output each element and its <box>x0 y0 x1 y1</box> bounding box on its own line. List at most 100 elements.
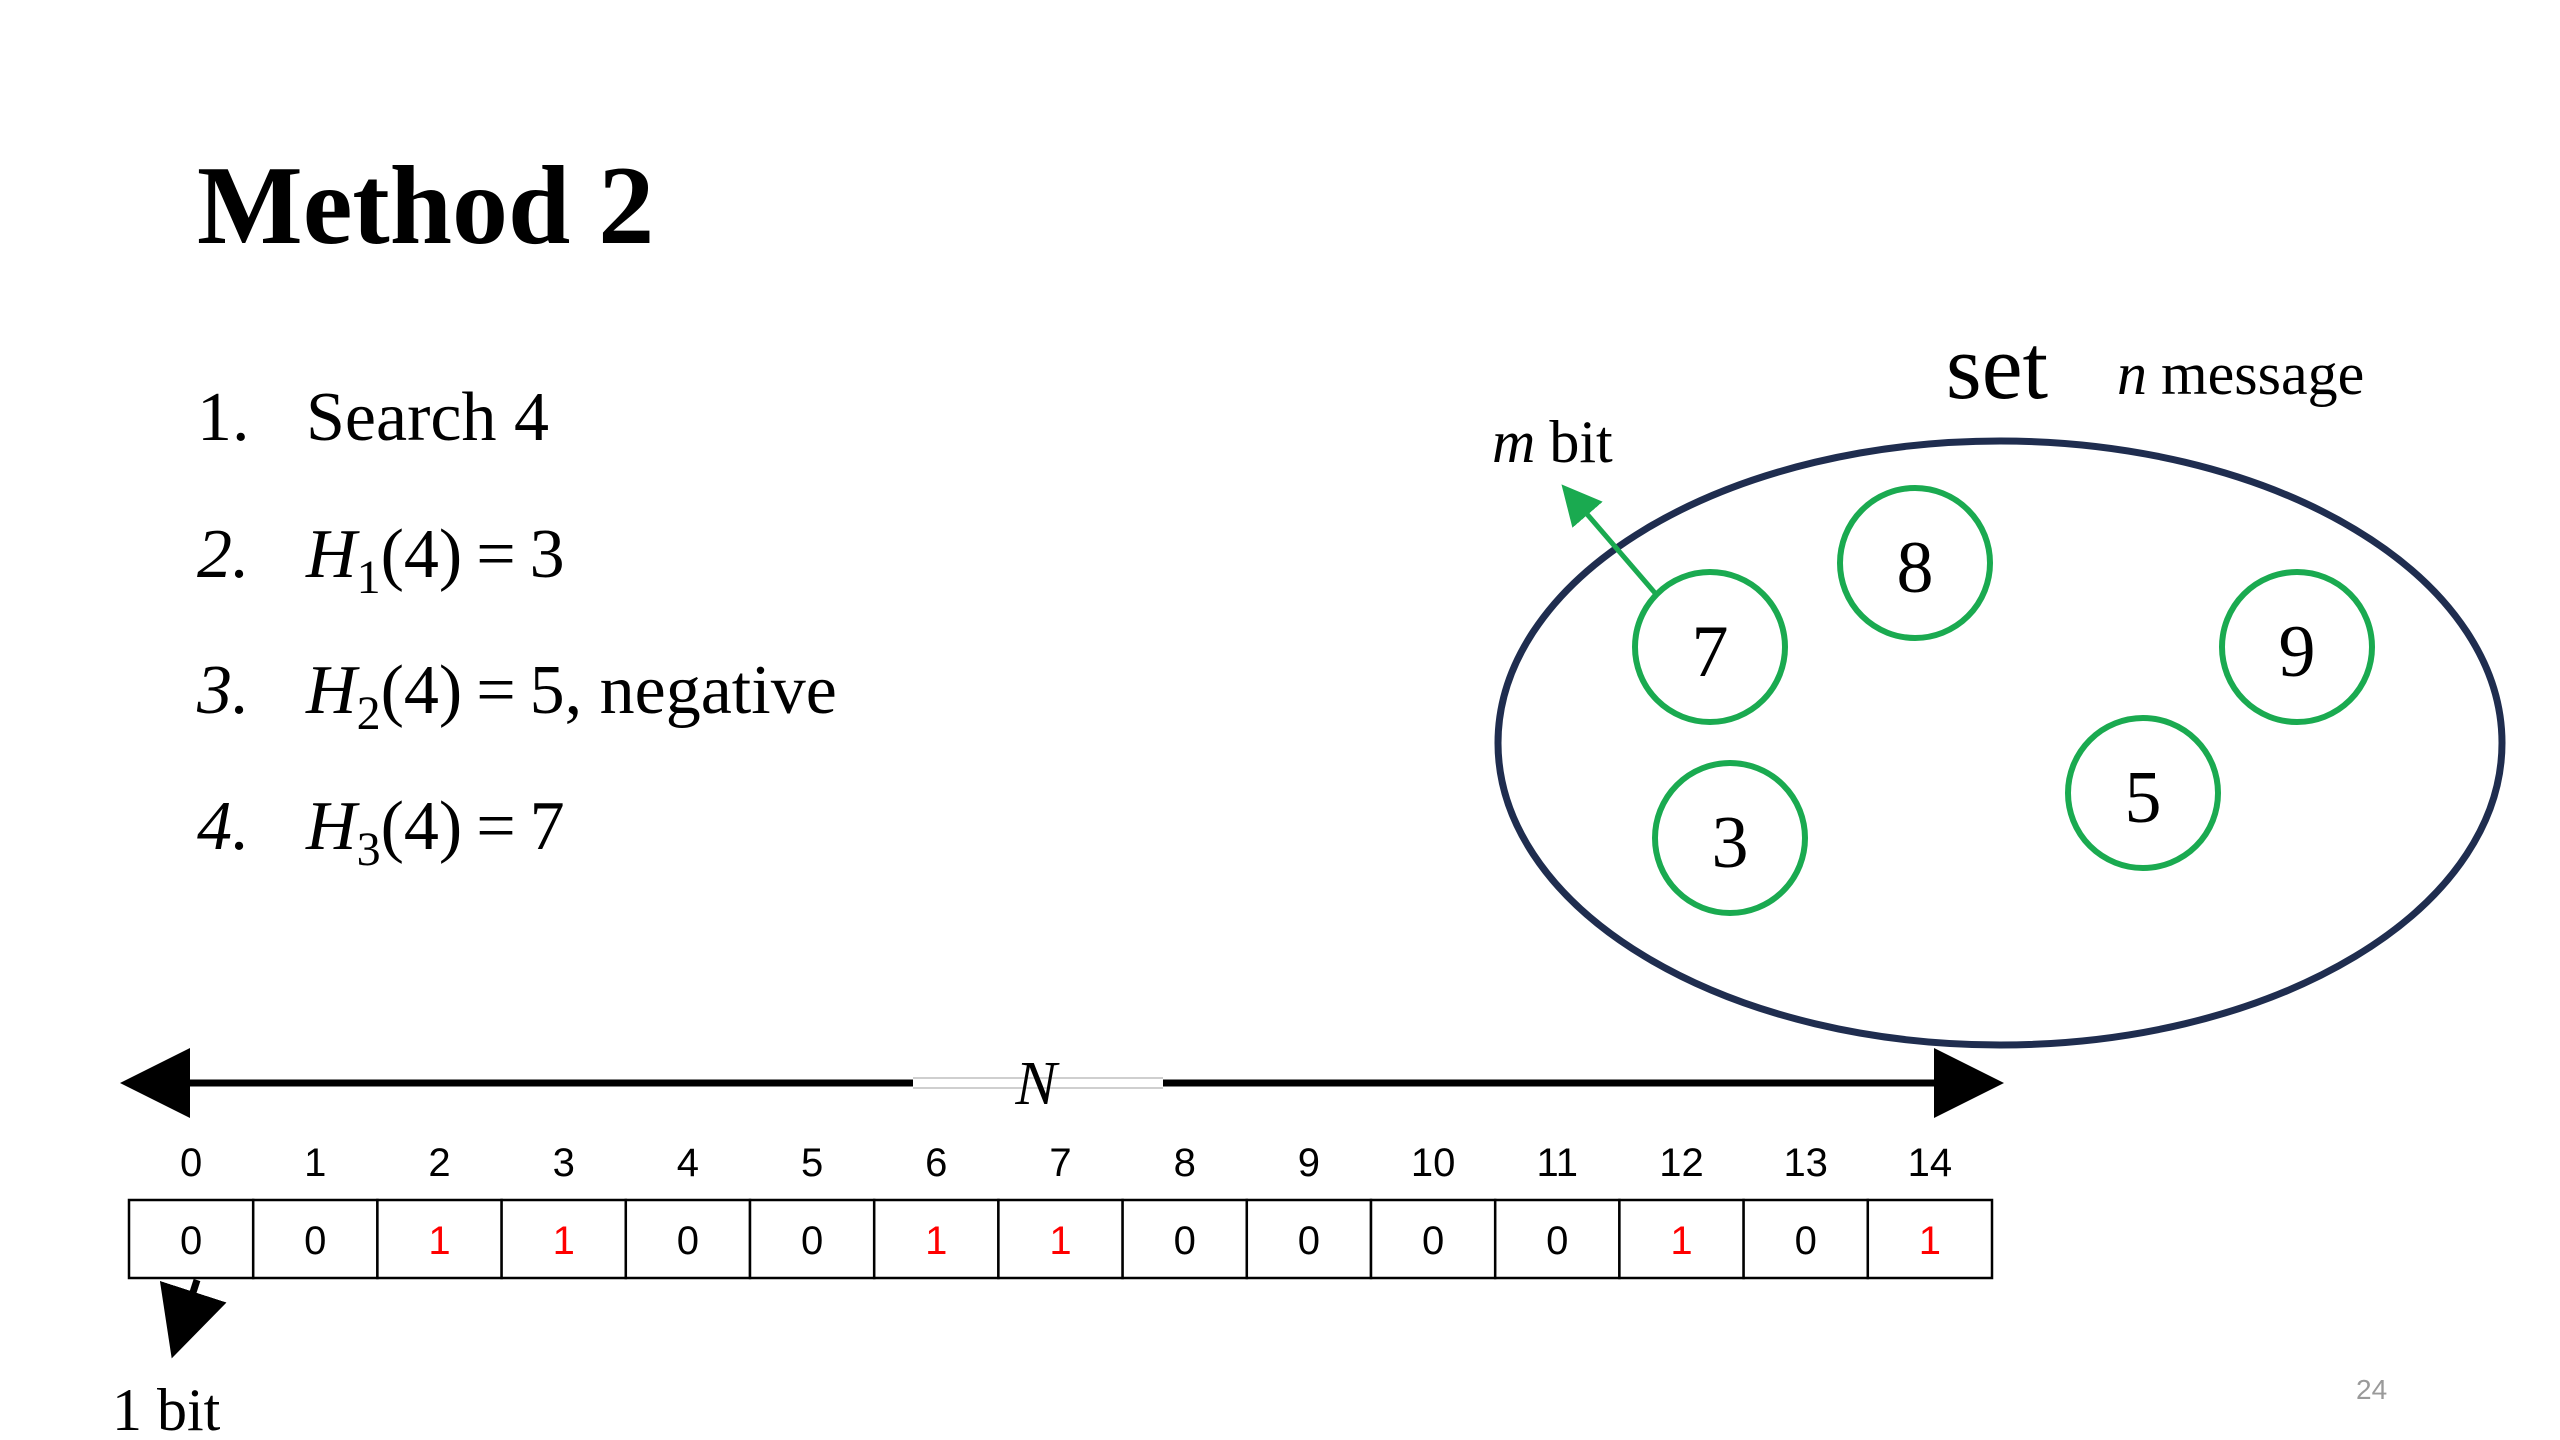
bit-index: 8 <box>1174 1141 1196 1185</box>
set-element-3: 3 <box>1652 760 1808 916</box>
set-element-7: 7 <box>1632 569 1788 725</box>
hash-function: H <box>306 788 357 865</box>
bit-value: 1 <box>1049 1219 1071 1263</box>
step-formula: H2(4)=5, negative <box>306 656 837 738</box>
bit-cell: 0 <box>1121 1198 1249 1280</box>
bit-value: 0 <box>180 1219 202 1263</box>
m-bit-text: bit <box>1549 409 1613 475</box>
bit-cell: 0 <box>1493 1198 1621 1280</box>
hash-subscript: 3 <box>356 823 381 876</box>
step-number: 4. <box>197 788 250 865</box>
element-label: 5 <box>2125 757 2162 839</box>
element-circle <box>1837 485 1993 641</box>
equals-sign: = <box>476 652 516 729</box>
bit-cell-box <box>1245 1198 1373 1280</box>
element-circle <box>1632 569 1788 725</box>
hash-argument: (4) <box>380 788 463 865</box>
bit-cell-box <box>127 1198 255 1280</box>
hash-subscript: 2 <box>356 687 381 740</box>
bit-cell-box <box>1493 1198 1621 1280</box>
bit-value: 0 <box>1546 1219 1568 1263</box>
hash-subscript: 1 <box>356 551 381 604</box>
step-formula: H1(4)=3 <box>306 520 565 602</box>
equals-sign: = <box>476 788 516 865</box>
hash-result: 5, negative <box>529 652 837 729</box>
step-number: 3. <box>197 652 250 729</box>
hash-result: 3 <box>529 516 565 593</box>
step-formula: H3(4)=7 <box>306 792 565 874</box>
bit-cell-box <box>1866 1198 1994 1280</box>
bit-cell: 0 <box>127 1198 255 1280</box>
element-label: 8 <box>1897 527 1934 609</box>
bit-cell: 0 <box>1245 1198 1373 1280</box>
set-element-5: 5 <box>2065 715 2221 871</box>
bit-cell-box <box>376 1198 503 1280</box>
bit-index: 4 <box>677 1141 699 1185</box>
bit-value: 0 <box>304 1219 326 1263</box>
bit-index: 2 <box>428 1141 450 1185</box>
bit-index: 13 <box>1783 1141 1828 1185</box>
slide-title: Method 2 <box>197 144 655 268</box>
length-label: N <box>1014 1050 1060 1118</box>
bit-cell-box <box>251 1198 379 1280</box>
bit-index: 5 <box>801 1141 823 1185</box>
bit-cell: 0 <box>748 1198 876 1280</box>
element-circle <box>2065 715 2221 871</box>
bit-value: 0 <box>801 1219 823 1263</box>
set-label: set <box>1946 316 2049 418</box>
bit-value: 0 <box>677 1219 699 1263</box>
bit-index: 0 <box>180 1141 202 1185</box>
equals-sign: = <box>476 516 516 593</box>
page-number: 24 <box>2356 1374 2388 1405</box>
bit-value: 0 <box>1298 1219 1320 1263</box>
bit-value: 1 <box>1919 1219 1941 1263</box>
set-element-8: 8 <box>1837 485 1993 641</box>
bit-index: 7 <box>1049 1141 1071 1185</box>
one-bit-label: 1 bit <box>112 1377 221 1440</box>
set-ellipse <box>1494 437 2506 1049</box>
bit-cell-box <box>1742 1198 1870 1280</box>
bit-cell: 0 <box>624 1198 752 1280</box>
m-variable: m <box>1492 409 1535 475</box>
bit-index: 10 <box>1411 1141 1456 1185</box>
bit-value: 1 <box>925 1219 947 1263</box>
bit-cell: 1 <box>997 1198 1124 1280</box>
bit-value: 1 <box>553 1219 575 1263</box>
bit-cell: 0 <box>1742 1198 1870 1280</box>
step-number: 2. <box>197 516 250 593</box>
hash-function: H <box>306 516 357 593</box>
element-label: 9 <box>2279 611 2316 693</box>
bit-cell-box <box>500 1198 628 1280</box>
hash-argument: (4) <box>380 652 463 729</box>
bit-cell: 1 <box>1618 1198 1745 1280</box>
bit-cell-box <box>872 1198 1000 1280</box>
bit-cell-box <box>1121 1198 1249 1280</box>
bit-value: 0 <box>1795 1219 1817 1263</box>
bit-value: 1 <box>428 1219 450 1263</box>
bit-cell: 1 <box>376 1198 503 1280</box>
bit-cell-box <box>748 1198 876 1280</box>
hash-result: 7 <box>529 788 565 865</box>
hash-argument: (4) <box>380 516 463 593</box>
length-dimension: N <box>120 1048 2004 1118</box>
m-bit-arrow <box>1561 484 1657 595</box>
bit-index: 14 <box>1908 1141 1953 1185</box>
bit-cell: 1 <box>1866 1198 1994 1280</box>
bit-cell-box <box>997 1198 1124 1280</box>
element-circle <box>1652 760 1808 916</box>
element-circle <box>2219 569 2375 725</box>
step-text: Search 4 <box>306 379 549 456</box>
bit-cell-box <box>624 1198 752 1280</box>
bit-value: 1 <box>1670 1219 1692 1263</box>
bit-cell: 1 <box>872 1198 1000 1280</box>
bit-cell: 1 <box>500 1198 628 1280</box>
n-variable: n <box>2117 341 2147 407</box>
bit-cell: 0 <box>251 1198 379 1280</box>
bit-index: 6 <box>925 1141 947 1185</box>
step-number: 1. <box>197 379 250 456</box>
bit-index: 1 <box>304 1141 326 1185</box>
